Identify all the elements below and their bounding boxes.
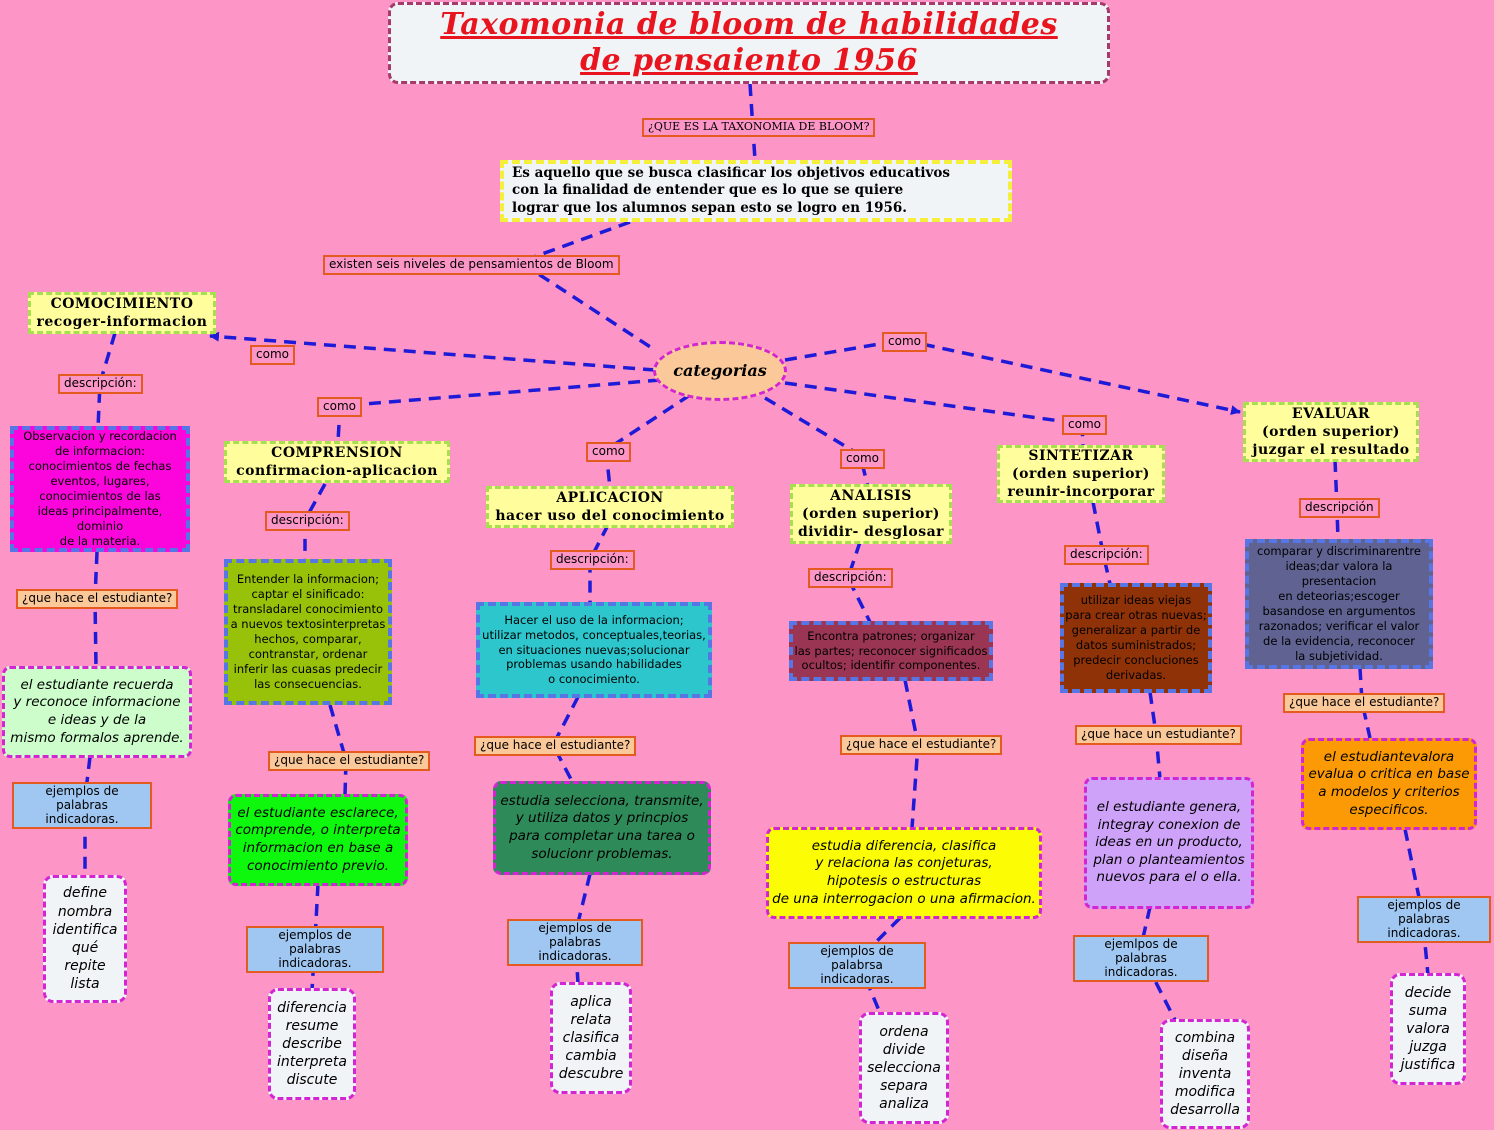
examples-label-analisis: ejemplos de palabrsa indicadoras. [788, 942, 926, 990]
level-heading-analisis: ANALISIS (orden superior) dividir- desgl… [790, 484, 952, 544]
examples-evaluar: decide suma valora juzga justifica [1390, 973, 1466, 1085]
level-heading-comprension: COMPRENSION confirmacion-aplicacion [224, 441, 450, 483]
examples-label-evaluar: ejemplos de palabras indicadoras. [1357, 896, 1491, 944]
desc-label-evaluar: descripción [1299, 498, 1380, 518]
definition-box: Es aquello que se busca clasificar los o… [500, 160, 1012, 222]
como-label-analisis: como [840, 449, 885, 469]
center-node-categorias: categorias [653, 341, 787, 401]
desc-label-sintetizar: descripción: [1064, 545, 1149, 565]
question-label-sintetizar: ¿que hace un estudiante? [1075, 725, 1242, 745]
level-heading-sintetizar: SINTETIZAR (orden superior) reunir-incor… [997, 445, 1165, 503]
action-aplicacion: estudia selecciona, transmite, y utiliza… [493, 781, 711, 875]
action-evaluar: el estudiantevalora evalua o critica en … [1301, 738, 1477, 830]
desc-label-analisis: descripción: [808, 568, 893, 588]
como-label-evaluar: como [882, 332, 927, 352]
question-label-analisis: ¿que hace el estudiante? [840, 735, 1003, 755]
examples-comprension: diferencia resume describe interpreta di… [268, 988, 356, 1100]
description-conocimiento: Observacion y recordacion de informacion… [10, 426, 190, 552]
action-comprension: el estudiante esclarece, comprende, o in… [228, 794, 408, 886]
question-label-evaluar: ¿que hace el estudiante? [1283, 693, 1446, 713]
desc-label-conocimiento: descripción: [58, 374, 143, 394]
existen-label: existen seis niveles de pensamientos de … [323, 255, 620, 275]
examples-analisis: ordena divide selecciona separa analiza [859, 1012, 949, 1124]
level-heading-evaluar: EVALUAR (orden superior) juzgar el resul… [1243, 402, 1419, 462]
level-heading-conocimiento: COMOCIMIENTO recoger-informacion [28, 292, 216, 334]
desc-label-aplicacion: descripción: [550, 550, 635, 570]
question-label-conocimiento: ¿que hace el estudiante? [16, 589, 179, 609]
question-label: ¿QUE ES LA TAXONOMIA DE BLOOM? [642, 118, 876, 137]
description-sintetizar: utilizar ideas viejas para crear otras n… [1060, 583, 1212, 693]
question-label-comprension: ¿que hace el estudiante? [268, 751, 431, 771]
level-heading-aplicacion: APLICACION hacer uso del conocimiento [486, 486, 734, 528]
examples-label-aplicacion: ejemplos de palabras indicadoras. [507, 919, 643, 967]
question-label-aplicacion: ¿que hace el estudiante? [474, 736, 637, 756]
action-analisis: estudia diferencia, clasifica y relacion… [766, 827, 1042, 919]
examples-label-sintetizar: ejemlpos de palabras indicadoras. [1073, 935, 1209, 983]
como-label-aplicacion: como [586, 442, 631, 462]
action-conocimiento: el estudiante recuerda y reconoce inform… [2, 666, 192, 758]
description-aplicacion: Hacer el uso de la informacion; utilizar… [476, 602, 712, 698]
como-label-comprension: como [317, 397, 362, 417]
examples-sintetizar: combina diseña inventa modifica desarrol… [1160, 1019, 1250, 1129]
description-evaluar: comparar y discriminarentre ideas;dar va… [1245, 539, 1433, 669]
action-sintetizar: el estudiante genera, integray conexion … [1084, 777, 1254, 909]
examples-aplicacion: aplica relata clasifica cambia descubre [550, 982, 632, 1094]
examples-label-conocimiento: ejemplos de palabras indicadoras. [12, 782, 152, 830]
description-analisis: Encontra patrones; organizar las partes;… [789, 621, 993, 681]
examples-conocimiento: define nombra identifica qué repite list… [43, 875, 127, 1003]
como-label-sintetizar: como [1062, 415, 1107, 435]
como-label-conocimiento: como [250, 345, 295, 365]
desc-label-comprension: descripción: [265, 511, 350, 531]
description-comprension: Entender la informacion; captar el sinif… [224, 559, 392, 705]
map-title: Taxomonia de bloom de habilidades de pen… [388, 2, 1110, 84]
examples-label-comprension: ejemplos de palabras indicadoras. [246, 926, 384, 974]
